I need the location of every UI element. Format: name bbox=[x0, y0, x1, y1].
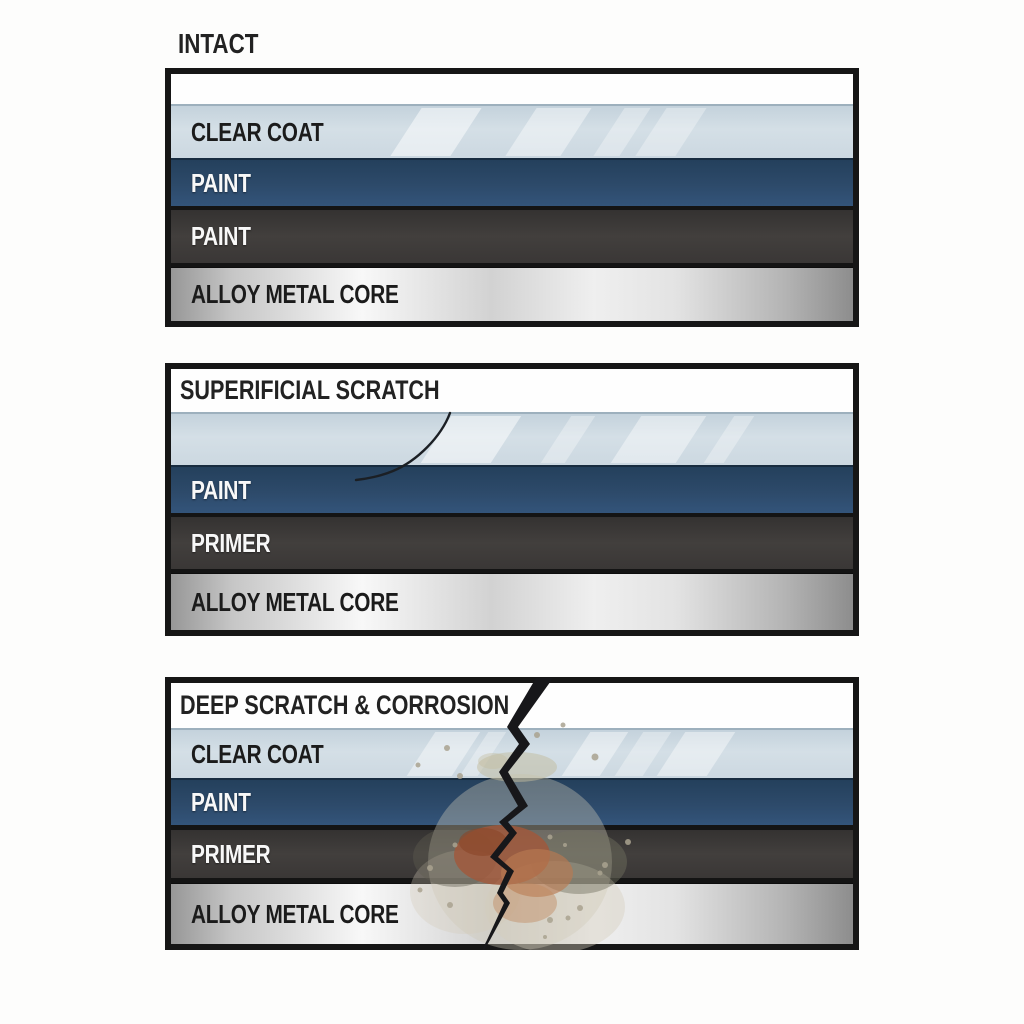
panel-title-strip: SUPERIFICIAL SCRATCH bbox=[171, 369, 853, 412]
layer-clear-coat: CLEAR COAT bbox=[171, 104, 853, 158]
gloss-streak-icon bbox=[505, 108, 592, 156]
panel-deep-scratch-corrosion: DEEP SCRATCH & CORROSION CLEAR COAT PAIN… bbox=[165, 677, 859, 950]
gloss-streak-icon bbox=[420, 416, 522, 463]
layer-stack-box: CLEAR COAT PAINT PAINT ALLOY METAL CORE bbox=[165, 68, 859, 327]
layer-divider bbox=[171, 206, 853, 210]
layer-clear-coat bbox=[171, 412, 853, 465]
layer-label: PRIMER bbox=[191, 527, 271, 558]
layer-alloy-metal-core: ALLOY METAL CORE bbox=[171, 267, 853, 321]
layer-label: PAINT bbox=[191, 221, 251, 251]
layer-label: CLEAR COAT bbox=[191, 116, 324, 147]
layer-divider bbox=[171, 513, 853, 517]
panel-title: SUPERIFICIAL SCRATCH bbox=[180, 375, 440, 405]
panel-title: INTACT bbox=[178, 28, 259, 59]
layer-label: CLEAR COAT bbox=[191, 738, 324, 769]
panel-title: DEEP SCRATCH & CORROSION bbox=[180, 690, 510, 720]
layer-label bbox=[171, 424, 191, 455]
panel-title-strip: DEEP SCRATCH & CORROSION bbox=[171, 683, 853, 728]
layer-label: ALLOY METAL CORE bbox=[191, 279, 399, 309]
gloss-streak-icon bbox=[635, 108, 707, 156]
gloss-streak-icon bbox=[540, 416, 596, 463]
layer-primer: PRIMER bbox=[171, 830, 853, 878]
layer-paint: PAINT bbox=[171, 158, 853, 206]
gloss-streak-icon bbox=[656, 732, 736, 776]
gloss-streak-icon bbox=[614, 732, 672, 776]
gloss-streak-icon bbox=[406, 732, 481, 776]
layer-surface bbox=[171, 74, 853, 104]
layer-label: PAINT bbox=[191, 474, 251, 505]
layer-stack-box: SUPERIFICIAL SCRATCH PAINT PRIMER ALLOY … bbox=[165, 363, 859, 636]
layer-label: PAINT bbox=[191, 787, 251, 817]
layer-label: ALLOY METAL CORE bbox=[191, 586, 399, 617]
panel-superficial-scratch: SUPERIFICIAL SCRATCH PAINT PRIMER ALLOY … bbox=[165, 363, 859, 636]
layer-paint-lower: PAINT bbox=[171, 210, 853, 263]
gloss-streak-icon bbox=[390, 108, 482, 156]
layer-alloy-metal-core: ALLOY METAL CORE bbox=[171, 573, 853, 630]
gloss-streak-icon bbox=[703, 416, 755, 463]
layer-stack-box: DEEP SCRATCH & CORROSION CLEAR COAT PAIN… bbox=[165, 677, 859, 950]
layer-label: ALLOY METAL CORE bbox=[191, 898, 399, 929]
layer-label: PRIMER bbox=[191, 838, 271, 869]
layer-paint: PAINT bbox=[171, 465, 853, 513]
gloss-streak-icon bbox=[459, 732, 507, 776]
layer-label: PAINT bbox=[191, 167, 251, 198]
gloss-streak-icon bbox=[561, 732, 629, 776]
panel-intact: INTACT CLEAR COAT PAINT PAINT ALLOY META… bbox=[165, 28, 859, 327]
gloss-streak-icon bbox=[593, 108, 651, 156]
layer-primer: PRIMER bbox=[171, 517, 853, 569]
layer-alloy-metal-core: ALLOY METAL CORE bbox=[171, 883, 853, 944]
gloss-streak-icon bbox=[610, 416, 707, 463]
layer-divider bbox=[171, 569, 853, 573]
layer-paint: PAINT bbox=[171, 778, 853, 825]
layer-divider bbox=[171, 263, 853, 267]
layer-clear-coat: CLEAR COAT bbox=[171, 728, 853, 778]
